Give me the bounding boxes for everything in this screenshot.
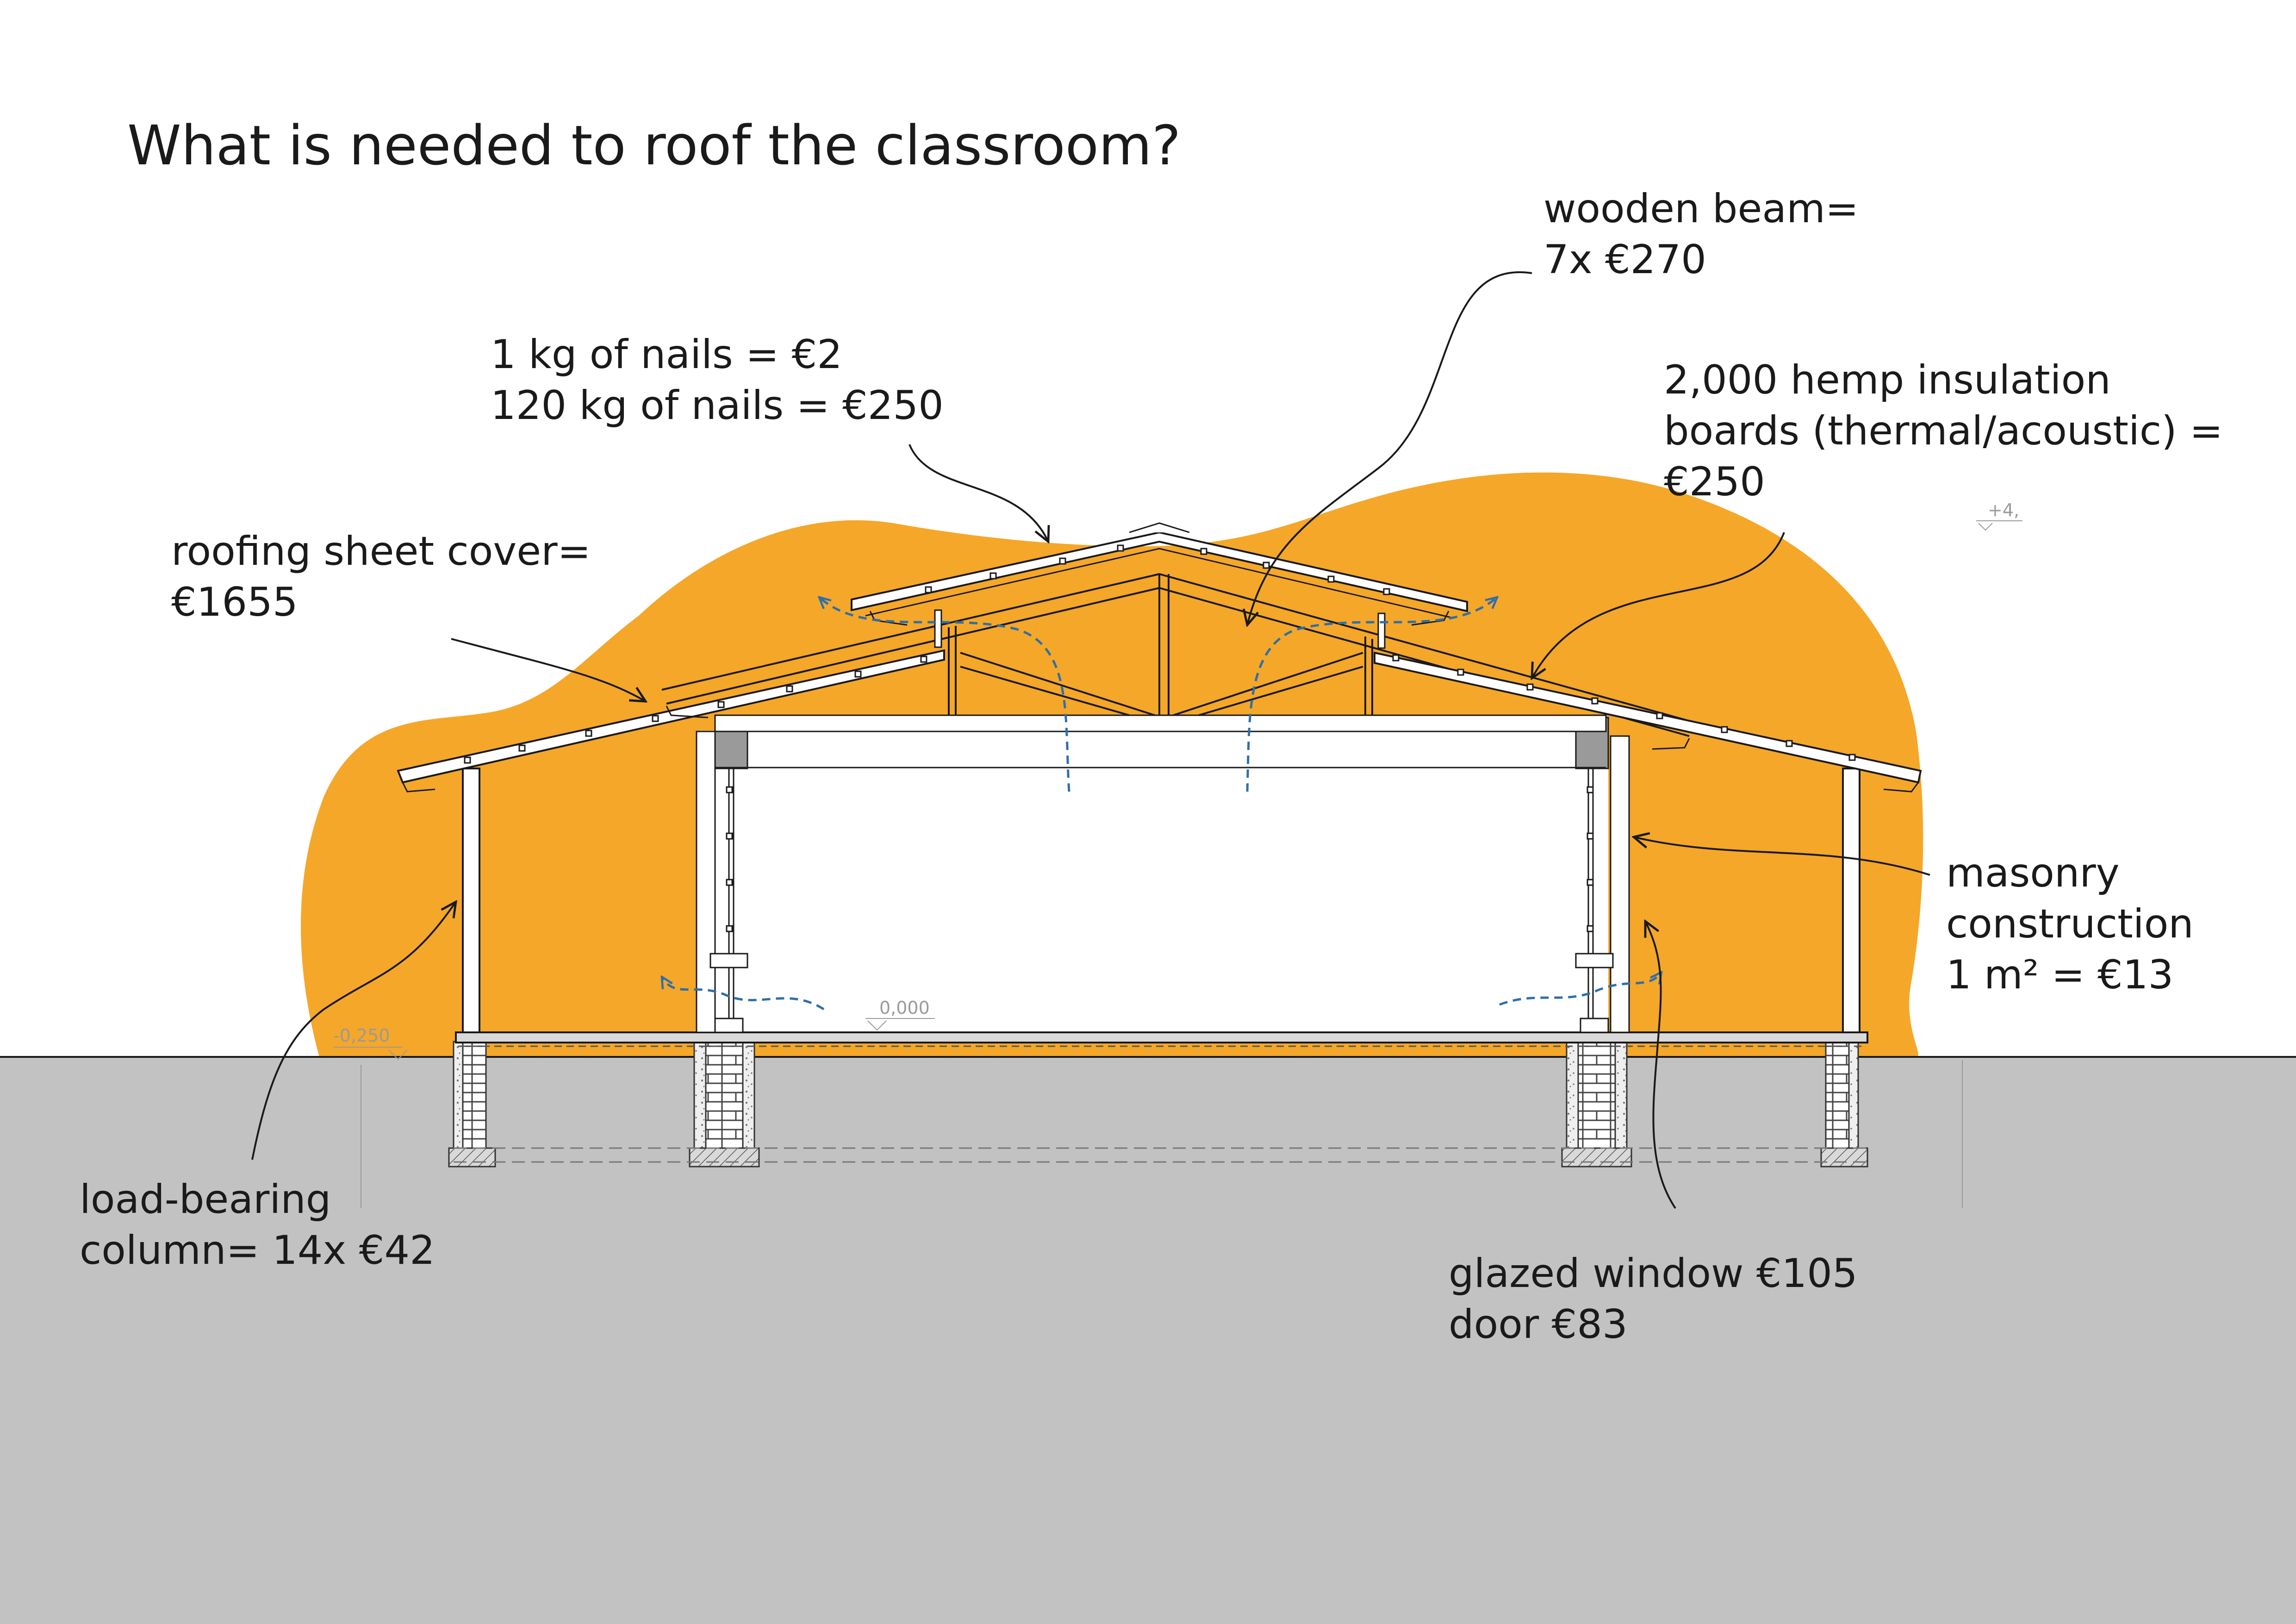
window-door-line-1: glazed window €105: [1449, 1250, 1858, 1297]
nails-arrow: [908, 444, 1048, 542]
page-title: What is needed to roof the classroom?: [127, 113, 1181, 177]
window-door-arrow: [1645, 921, 1676, 1209]
ground-level-marker: -0,250: [333, 1025, 408, 1060]
annotation-wooden-beam: wooden beam= 7x €270: [1247, 186, 1871, 625]
svg-text:glazed window €105 door: glazed window €105 door €83: [1449, 1250, 1870, 1348]
svg-text:1 kg of nails = €2 120 k: 1 kg of nails = €2 120 kg of nails = €25…: [491, 331, 944, 429]
roof-truss: [661, 573, 1694, 737]
wall-window-markers: [726, 786, 1594, 932]
masonry-line-2: construction: [1946, 901, 2194, 947]
wooden-beam-line-1: wooden beam=: [1543, 186, 1859, 232]
masonry-arrow: [1634, 837, 1930, 876]
insulation-line-1: 2,000 hemp insulation: [1664, 357, 2111, 403]
insulation-line-3: €250: [1664, 459, 1765, 505]
insulation-arrow: [1532, 532, 1785, 678]
masonry-line-3: 1 m² = €13: [1946, 952, 2173, 998]
svg-text:2,000 hemp insulation bo: 2,000 hemp insulation boards (thermal/ac…: [1664, 357, 2235, 505]
ridge-level-marker: +4,: [1976, 500, 2022, 531]
column-arrow: [251, 902, 456, 1160]
svg-text:roofing sheet cover= €16: roofing sheet cover= €1655: [171, 528, 604, 625]
roofing-line-1: roofing sheet cover=: [171, 528, 591, 575]
floor-level-label: 0,000: [879, 998, 930, 1018]
svg-text:load-bearing column= 14x: load-bearing column= 14x €42: [80, 1176, 435, 1274]
nails-line-1: 1 kg of nails = €2: [491, 331, 842, 378]
foundation-right-outer: [1820, 1041, 1868, 1168]
svg-text:masonry construction: masonry construction 1 m² = €13: [1946, 850, 2206, 998]
ceiling-tie-beam: [714, 714, 1607, 732]
window-door-line-2: door €83: [1449, 1301, 1628, 1348]
annotation-window-door: glazed window €105 door €83: [1449, 921, 1870, 1348]
column-line-1: load-bearing: [80, 1176, 331, 1223]
ground-fill: [0, 1057, 2296, 1624]
column-line-2: column= 14x €42: [80, 1227, 435, 1274]
ground-level-label: -0,250: [333, 1025, 390, 1046]
annotation-masonry: masonry construction 1 m² = €13: [1634, 837, 2206, 998]
floor-level-marker: 0,000: [865, 998, 935, 1031]
annotation-insulation: 2,000 hemp insulation boards (thermal/ac…: [1532, 357, 2235, 678]
nails-line-2: 120 kg of nails = €250: [491, 382, 944, 429]
foundation-left-inner: [689, 1041, 760, 1168]
floor-slab: [455, 1031, 1868, 1043]
wooden-beam-arrow: [1247, 271, 1532, 625]
load-bearing-column-right: [1842, 768, 1860, 1033]
upper-roof-ridge: [851, 522, 1468, 649]
roofing-arrow: [451, 638, 646, 701]
annotation-roofing-sheet: roofing sheet cover= €1655: [171, 528, 646, 701]
annotation-nails: 1 kg of nails = €2 120 kg of nails = €25…: [491, 331, 1048, 542]
airflow-arrows: [662, 597, 1661, 1011]
foundation-right-inner: [1561, 1041, 1632, 1168]
roof-nail-markers: [464, 544, 1856, 764]
roofing-line-2: €1655: [171, 579, 298, 625]
wooden-beam-line-2: 7x €270: [1543, 237, 1706, 283]
annotation-load-bearing-column: load-bearing column= 14x €42: [80, 902, 456, 1274]
classroom-interior: [699, 731, 1608, 1032]
masonry-line-1: masonry: [1946, 850, 2120, 896]
ridge-level-label: +4,: [1988, 500, 2019, 520]
roofing-sheet-cover: [397, 649, 1922, 793]
svg-text:wooden beam= 7x €270: wooden beam= 7x €270: [1543, 186, 1871, 283]
load-bearing-column-left: [462, 768, 480, 1033]
insulation-line-2: boards (thermal/acoustic) =: [1664, 408, 2223, 454]
